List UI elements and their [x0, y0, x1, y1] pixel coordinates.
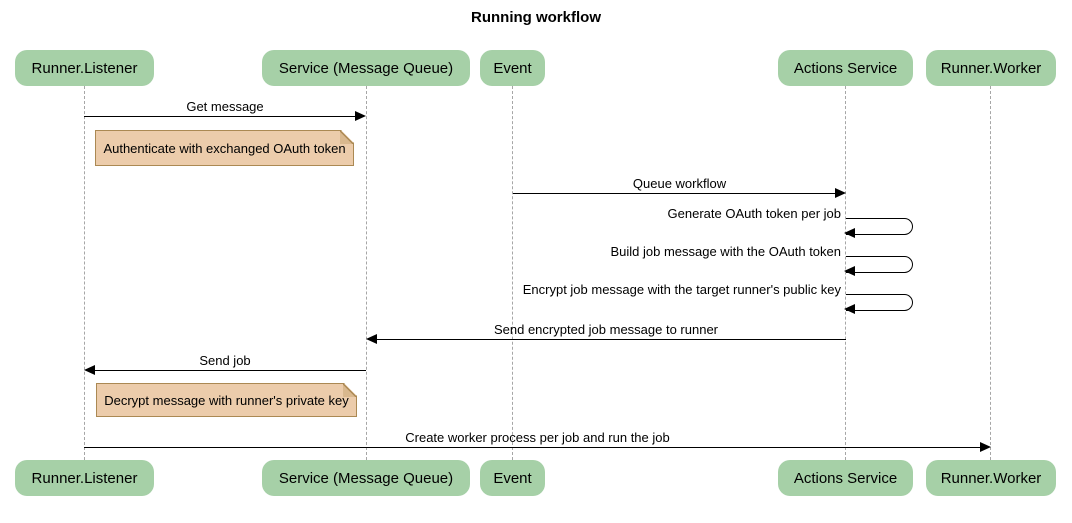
participant-label: Runner.Listener [31, 469, 138, 487]
participant-runner-listener-top: Runner.Listener [15, 50, 154, 86]
note-text: Decrypt message with runner's private ke… [104, 392, 349, 408]
participant-service-message-queue-top: Service (Message Queue) [262, 50, 470, 86]
participant-runner-worker-bottom: Runner.Worker [926, 460, 1056, 496]
message-line-send-job [94, 370, 366, 371]
lifeline-runner-worker [990, 86, 991, 460]
message-label-send-job: Send job [199, 353, 251, 368]
message-label-queue-workflow: Queue workflow [632, 176, 727, 191]
participant-runner-listener-bottom: Runner.Listener [15, 460, 154, 496]
arrowhead-left-icon [844, 228, 855, 238]
participant-label: Event [493, 469, 532, 487]
arrowhead-left-icon [844, 266, 855, 276]
lifeline-event [512, 86, 513, 460]
arrowhead-right-icon [835, 188, 846, 198]
lifeline-runner-listener [84, 86, 85, 460]
participant-event-bottom: Event [480, 460, 545, 496]
participant-event-top: Event [480, 50, 545, 86]
participant-label: Actions Service [793, 59, 898, 77]
self-loop-line [846, 256, 913, 273]
message-line-get-message [84, 116, 356, 117]
participant-actions-service-bottom: Actions Service [778, 460, 913, 496]
message-label-get-message: Get message [186, 99, 264, 114]
message-label-build-job-message: Build job message with the OAuth token [610, 244, 841, 259]
participant-label: Service (Message Queue) [278, 469, 454, 487]
note-fold-icon [343, 384, 356, 397]
arrowhead-left-icon [844, 304, 855, 314]
arrowhead-right-icon [980, 442, 991, 452]
arrowhead-left-icon [84, 365, 95, 375]
participant-label: Runner.Listener [31, 59, 138, 77]
self-loop-line [846, 218, 913, 235]
note-authenticate: Authenticate with exchanged OAuth token [95, 130, 354, 166]
participant-actions-service-top: Actions Service [778, 50, 913, 86]
note-text: Authenticate with exchanged OAuth token [103, 140, 346, 156]
participant-label: Runner.Worker [940, 59, 1042, 77]
participant-label: Service (Message Queue) [278, 59, 454, 77]
lifeline-service-message-queue [366, 86, 367, 460]
diagram-title: Running workflow [471, 9, 601, 26]
message-label-encrypt-job-message: Encrypt job message with the target runn… [522, 282, 841, 297]
note-decrypt: Decrypt message with runner's private ke… [96, 383, 357, 417]
note-fold-icon [340, 131, 353, 144]
message-line-queue-workflow [513, 193, 836, 194]
participant-label: Event [493, 59, 532, 77]
participant-service-message-queue-bottom: Service (Message Queue) [262, 460, 470, 496]
participant-runner-worker-top: Runner.Worker [926, 50, 1056, 86]
message-label-send-encrypted-job: Send encrypted job message to runner [493, 322, 719, 337]
message-label-generate-oauth-token: Generate OAuth token per job [667, 206, 841, 221]
self-loop-line [846, 294, 913, 311]
message-label-create-worker: Create worker process per job and run th… [405, 430, 670, 445]
participant-label: Runner.Worker [940, 469, 1042, 487]
message-line-create-worker [84, 447, 981, 448]
participant-label: Actions Service [793, 469, 898, 487]
arrowhead-right-icon [355, 111, 366, 121]
arrowhead-left-icon [366, 334, 377, 344]
message-line-send-encrypted-job [376, 339, 846, 340]
